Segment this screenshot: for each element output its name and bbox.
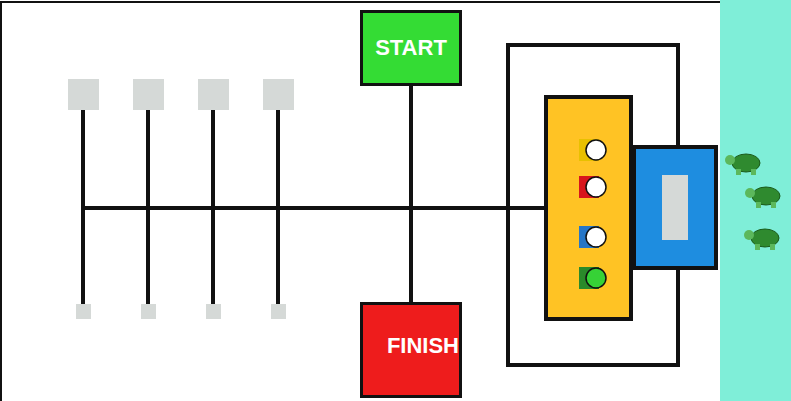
frame <box>1 2 720 401</box>
color-lights <box>579 139 606 289</box>
block-slot <box>662 175 688 240</box>
top-pads <box>68 79 294 110</box>
water-band <box>720 0 791 401</box>
sensor-panel <box>546 97 631 319</box>
bottom-pads <box>76 304 286 319</box>
node-label: FINISH <box>387 333 459 359</box>
node-label: START <box>375 35 447 61</box>
blue-block <box>634 147 716 268</box>
turtles <box>725 154 780 250</box>
comb <box>83 105 546 310</box>
finish-box: FINISH <box>360 302 462 398</box>
path-line <box>409 86 413 302</box>
start-box: START <box>360 10 462 86</box>
